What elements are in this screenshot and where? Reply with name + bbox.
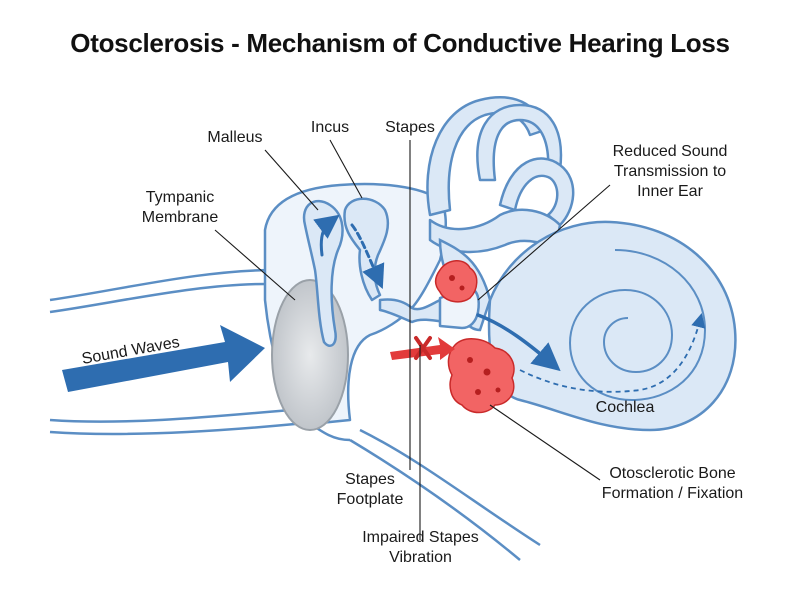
otosclerotic-bone — [434, 260, 515, 414]
label-tympanic-line1: Tympanic — [145, 189, 215, 206]
label-reduced-sound: Reduced Sound Transmission to Inner Ear — [600, 142, 740, 202]
vibration-arrows — [313, 214, 561, 372]
label-oto-line1: Otosclerotic Bone — [609, 465, 736, 482]
label-cochlea: Cochlea — [595, 399, 655, 416]
tympanic-membrane — [271, 279, 349, 431]
label-reduced-line2: Transmission to — [613, 163, 727, 180]
label-otosclerotic-bone: Otosclerotic Bone Formation / Fixation — [590, 464, 755, 504]
leader-lines — [214, 139, 611, 540]
cochlea-structure — [487, 220, 737, 432]
ear-canal — [49, 268, 541, 561]
label-malleus: Malleus — [207, 129, 263, 146]
label-impaired-stapes: Impaired Stapes Vibration — [348, 528, 493, 568]
sound-waves-arrow — [62, 325, 265, 392]
label-impaired-line2: Vibration — [389, 549, 452, 566]
label-stapes-footplate: Stapes Footplate — [330, 470, 410, 510]
label-footplate-line2: Footplate — [336, 491, 404, 508]
label-stapes: Stapes — [385, 119, 435, 136]
label-incus: Incus — [310, 119, 350, 136]
label-tympanic-membrane: Tympanic Membrane — [130, 188, 230, 228]
diagram-title: Otosclerosis - Mechanism of Conductive H… — [70, 28, 730, 58]
label-reduced-line1: Reduced Sound — [612, 143, 728, 160]
label-tympanic-line2: Membrane — [141, 209, 219, 226]
label-impaired-line1: Impaired Stapes — [362, 529, 479, 546]
label-reduced-line3: Inner Ear — [637, 183, 703, 200]
label-footplate-line1: Stapes — [345, 471, 395, 488]
label-oto-line2: Formation / Fixation — [601, 485, 744, 502]
semicircular-canals — [426, 96, 575, 254]
impaired-vibration-arrow — [390, 336, 455, 360]
